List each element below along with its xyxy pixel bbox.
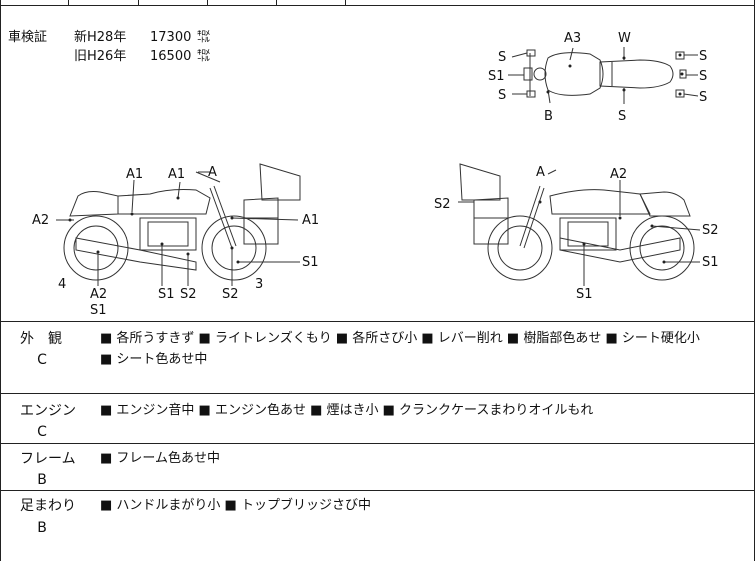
damage-code: S1 xyxy=(576,287,593,302)
inspection-title: 車検証 xyxy=(8,30,48,45)
section-notes-exterior-line1: ■ 各所うすきず ■ ライトレンズくもり ■ 各所さび小 ■ レバー削れ ■ 樹… xyxy=(100,331,700,346)
damage-code: S xyxy=(618,109,626,124)
section-notes-frame-line1: ■ フレーム色あせ中 xyxy=(100,451,221,466)
damage-code: B xyxy=(544,109,553,124)
damage-code: S2 xyxy=(180,287,197,302)
damage-code: 4 xyxy=(58,277,66,292)
damage-code: S xyxy=(699,49,707,64)
damage-code: A2 xyxy=(32,213,49,228)
damage-code: W xyxy=(618,31,631,46)
old-unit: ㌖ xyxy=(197,49,211,64)
top-cell-divider xyxy=(68,0,69,6)
section-label-engine: エンジン xyxy=(20,403,76,419)
damage-code: S xyxy=(498,50,506,65)
damage-code: S xyxy=(699,90,707,105)
damage-code: S1 xyxy=(158,287,175,302)
section-divider xyxy=(0,443,755,444)
left-border xyxy=(0,0,1,561)
damage-code: S2 xyxy=(434,197,451,212)
section-notes-engine-line1: ■ エンジン音中 ■ エンジン色あせ ■ 煙はき小 ■ クランクケースまわりオイ… xyxy=(100,403,594,418)
new-unit: ㌖ xyxy=(197,30,211,45)
section-grade-exterior: C xyxy=(37,352,47,368)
section-notes-suspension-line1: ■ ハンドルまがり小 ■ トップブリッジさび中 xyxy=(100,498,371,513)
section-notes-exterior-line2: ■ シート色あせ中 xyxy=(100,352,208,367)
top-cell-divider xyxy=(207,0,208,6)
section-grade-frame: B xyxy=(37,472,47,488)
damage-code: S1 xyxy=(702,255,719,270)
damage-code: A1 xyxy=(302,213,319,228)
damage-code: A2 xyxy=(610,167,627,182)
damage-code: A3 xyxy=(564,31,581,46)
section-label-frame: フレーム xyxy=(20,451,76,467)
damage-code: S1 xyxy=(90,303,107,318)
section-divider xyxy=(0,321,755,322)
damage-code: A1 xyxy=(168,167,185,182)
top-cell-divider xyxy=(345,0,346,6)
damage-code: S1 xyxy=(302,255,319,270)
damage-code: A xyxy=(208,165,217,180)
damage-code: 3 xyxy=(255,277,263,292)
damage-code: S1 xyxy=(488,69,505,84)
damage-code: A2 xyxy=(90,287,107,302)
section-divider xyxy=(0,490,755,491)
top-border xyxy=(0,5,755,6)
old-era: 旧H26年 xyxy=(74,49,127,64)
section-label-suspension: 足まわり xyxy=(20,498,76,514)
damage-code: S2 xyxy=(702,223,719,238)
damage-code: S2 xyxy=(222,287,239,302)
section-label-exterior: 外 観 xyxy=(20,331,62,347)
damage-code: A1 xyxy=(126,167,143,182)
old-mileage: 16500 xyxy=(150,49,192,64)
section-divider xyxy=(0,393,755,394)
section-grade-suspension: B xyxy=(37,520,47,536)
top-cell-divider xyxy=(138,0,139,6)
section-grade-engine: C xyxy=(37,424,47,440)
top-cell-divider xyxy=(276,0,277,6)
damage-code: S xyxy=(699,69,707,84)
damage-code: A xyxy=(536,165,545,180)
new-mileage: 17300 xyxy=(150,30,192,45)
damage-code: S xyxy=(498,88,506,103)
new-era: 新H28年 xyxy=(74,30,127,45)
